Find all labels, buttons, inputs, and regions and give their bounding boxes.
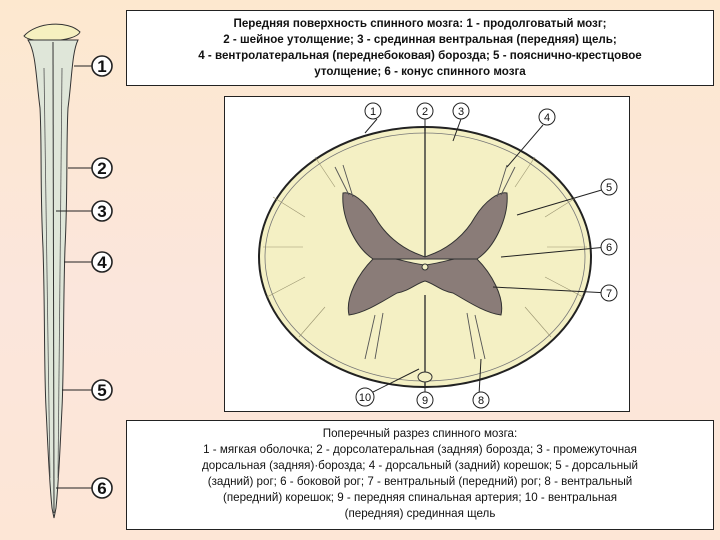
bottom-caption-line-2: 1 - мягкая оболочка; 2 - дорсолатеральна… bbox=[203, 443, 637, 456]
dorsal-gray-matter bbox=[342, 192, 508, 260]
section-leaders bbox=[364, 118, 610, 396]
central-canal bbox=[421, 263, 429, 271]
section-marker-3: 3 bbox=[452, 102, 470, 120]
svg-text:6: 6 bbox=[97, 479, 106, 498]
cord-body bbox=[27, 39, 79, 519]
svg-text:4: 4 bbox=[97, 253, 107, 272]
cord-marker-1: 1 bbox=[91, 55, 113, 77]
svg-text:9: 9 bbox=[422, 395, 428, 407]
cord-marker-4: 4 bbox=[91, 251, 113, 273]
section-marker-2: 2 bbox=[416, 102, 434, 120]
section-marker-6: 6 bbox=[600, 238, 618, 256]
bottom-caption-line-6: (передняя) срединная щель bbox=[344, 507, 496, 520]
anterior-median-fissure bbox=[52, 41, 55, 514]
spinal-cord-illustration: 1 2 3 4 5 6 bbox=[23, 23, 113, 519]
top-caption: Передняя поверхность спинного мозга: 1 -… bbox=[126, 10, 714, 86]
svg-text:4: 4 bbox=[544, 112, 550, 124]
ventrolateral-sulcus-left bbox=[43, 67, 51, 479]
svg-text:8: 8 bbox=[478, 395, 484, 407]
top-caption-line-1: Передняя поверхность спинного мозга: 1 -… bbox=[233, 17, 607, 30]
top-caption-line-2: 2 - шейное утолщение; 3 - срединная вент… bbox=[223, 33, 617, 46]
svg-text:1: 1 bbox=[370, 106, 376, 118]
cross-section-illustration: 1 2 3 4 5 6 7 8 9 10 bbox=[258, 102, 618, 409]
cord-marker-3: 3 bbox=[91, 200, 113, 222]
section-marker-5: 5 bbox=[600, 178, 618, 196]
svg-text:5: 5 bbox=[606, 182, 612, 194]
bottom-caption: Поперечный разрез спинного мозга: 1 - мя… bbox=[126, 420, 714, 530]
ventrolateral-sulcus-right bbox=[57, 67, 63, 479]
svg-text:2: 2 bbox=[422, 106, 428, 118]
anterior-spinal-artery bbox=[417, 371, 433, 383]
dorsal-roots bbox=[334, 164, 516, 198]
spinal-cord-anterior-view: 1 2 3 4 5 6 bbox=[6, 8, 122, 534]
section-marker-10: 10 bbox=[355, 387, 375, 407]
section-marker-1: 1 bbox=[364, 102, 382, 120]
cross-section-panel: 1 2 3 4 5 6 7 8 9 10 bbox=[224, 96, 630, 412]
bottom-caption-line-5: (передний) корешок; 9 - передняя спиналь… bbox=[223, 491, 617, 504]
cord-marker-2: 2 bbox=[91, 157, 113, 179]
section-marker-4: 4 bbox=[538, 108, 556, 126]
top-caption-line-4: утолщение; 6 - конус спинного мозга bbox=[314, 65, 526, 78]
svg-text:7: 7 bbox=[606, 288, 612, 300]
svg-text:6: 6 bbox=[606, 242, 612, 254]
cord-marker-5: 5 bbox=[91, 379, 113, 401]
section-marker-9: 9 bbox=[416, 391, 434, 409]
bottom-caption-line-4: (задний) рог; 6 - боковой рог; 7 - вентр… bbox=[207, 475, 633, 488]
svg-text:1: 1 bbox=[97, 57, 106, 76]
svg-text:3: 3 bbox=[97, 202, 106, 221]
svg-text:5: 5 bbox=[97, 381, 106, 400]
ventral-roots bbox=[364, 312, 486, 360]
top-caption-line-3: 4 - вентролатеральная (переднебоковая) б… bbox=[198, 49, 642, 62]
medulla-top bbox=[23, 23, 81, 42]
bottom-caption-line-3: дорсальная (задняя)·борозда; 4 - дорсаль… bbox=[202, 459, 638, 472]
ventral-gray-matter bbox=[347, 256, 503, 316]
svg-text:2: 2 bbox=[97, 159, 106, 178]
svg-text:3: 3 bbox=[458, 106, 464, 118]
section-marker-8: 8 bbox=[472, 391, 490, 409]
section-marker-7: 7 bbox=[600, 284, 618, 302]
bottom-caption-line-1: Поперечный разрез спинного мозга: bbox=[322, 427, 518, 440]
white-matter-fibers bbox=[263, 156, 587, 338]
cord-marker-6: 6 bbox=[91, 477, 113, 499]
svg-text:10: 10 bbox=[359, 392, 371, 404]
